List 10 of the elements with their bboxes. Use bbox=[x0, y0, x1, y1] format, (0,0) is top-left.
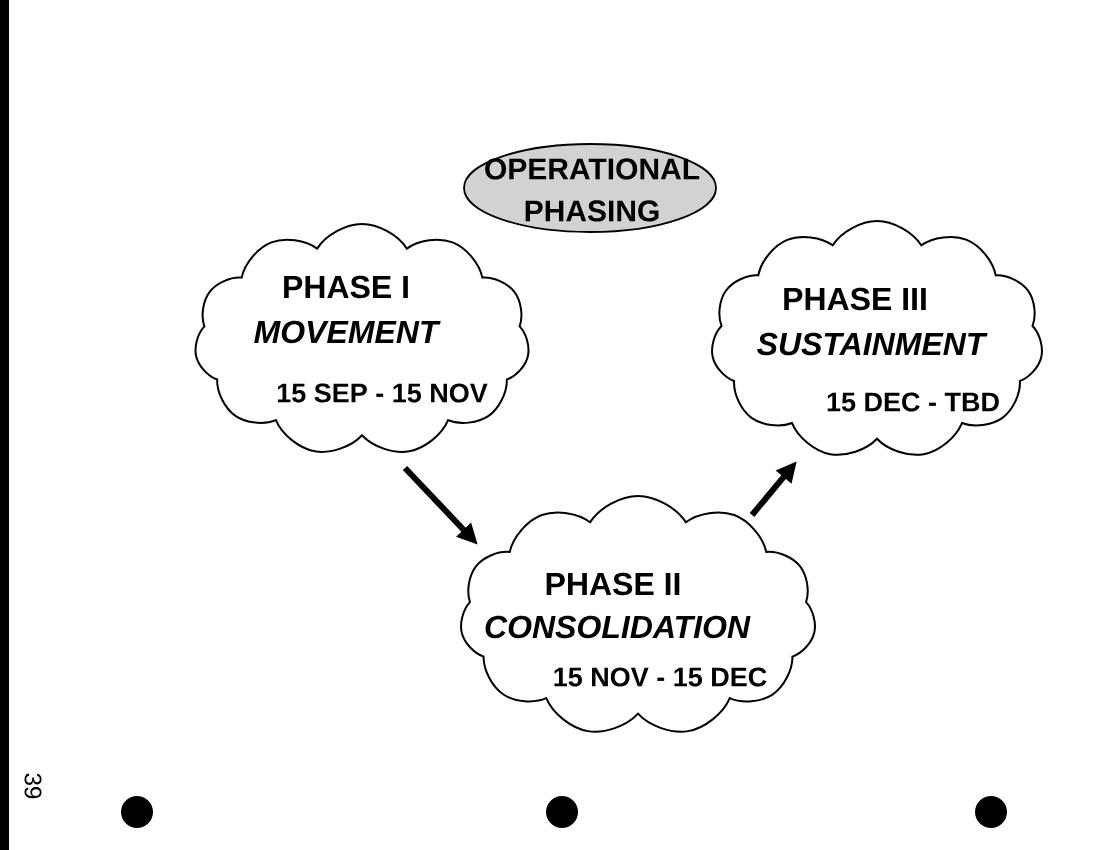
phase-name: SUSTAINMENT bbox=[757, 332, 988, 356]
phase-name: MOVEMENT bbox=[254, 320, 441, 344]
date-range: 15 SEP - 15 NOV bbox=[277, 383, 488, 403]
phase-heading: PHASE III bbox=[784, 287, 926, 311]
phase-name: CONSOLIDATION bbox=[485, 615, 751, 639]
date-range: 15 NOV - 15 DEC bbox=[554, 667, 767, 687]
phase-heading: PHASE II bbox=[546, 572, 680, 596]
date-range: 15 DEC - TBD bbox=[827, 392, 999, 412]
phase-heading: PHASE I bbox=[284, 275, 408, 299]
page-number: 39 bbox=[24, 773, 42, 799]
